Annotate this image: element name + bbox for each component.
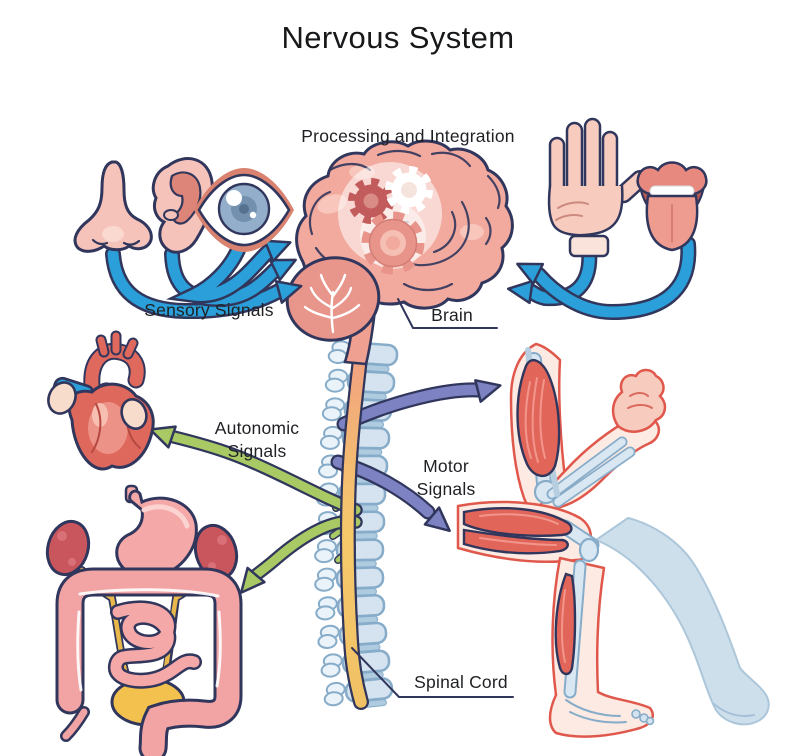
gear-icon-salmon xyxy=(361,211,425,275)
processing-label: Processing and Integration xyxy=(301,126,515,146)
autonomic-arrow-to-heart xyxy=(149,425,363,517)
brain-label: Brain xyxy=(431,305,473,325)
spinal-cord-pointer-line xyxy=(351,647,514,698)
sensory-arrow-from-tongue xyxy=(516,236,697,321)
autonomic-label-line2: Signals xyxy=(227,441,287,462)
sensory-arrow-from-hand xyxy=(506,242,598,307)
spinal-cord-label: Spinal Cord xyxy=(414,672,508,692)
nose-icon xyxy=(73,160,153,253)
motor-label-line1: Motor xyxy=(423,456,469,476)
digestive-system-illustration xyxy=(45,484,243,756)
foot-bones xyxy=(565,699,627,724)
page-title: Nervous System xyxy=(281,20,515,55)
autonomic-label-line1: Autonomic xyxy=(214,418,300,438)
motor-label-line2: Signals xyxy=(416,479,476,500)
spinal-cord xyxy=(339,322,371,710)
motor-signals-label: Motor Signals xyxy=(417,455,476,501)
brain-pointer-line xyxy=(397,298,498,329)
sensory-signals-label: Sensory Signals xyxy=(144,300,274,320)
gear-icon-white xyxy=(385,166,433,214)
arm-illustration xyxy=(509,342,667,513)
ghost-leg xyxy=(593,516,770,726)
hand-icon xyxy=(547,117,650,258)
large-intestine xyxy=(55,567,243,756)
stomach xyxy=(115,484,198,579)
tongue-icon xyxy=(636,161,708,252)
autonomic-signals-label: Autonomic Signals xyxy=(215,417,299,463)
autonomic-arrow-to-gut xyxy=(239,514,363,594)
ear-icon xyxy=(151,157,215,254)
sensory-arrow-from-eye xyxy=(166,239,292,304)
eye-icon xyxy=(194,168,294,252)
leg-illustration xyxy=(456,500,770,738)
cerebellum xyxy=(285,256,381,342)
sensory-arrow-from-nose xyxy=(105,246,303,320)
heart-illustration xyxy=(47,330,155,471)
brain-illustration xyxy=(285,139,514,366)
small-intestine xyxy=(108,600,202,689)
